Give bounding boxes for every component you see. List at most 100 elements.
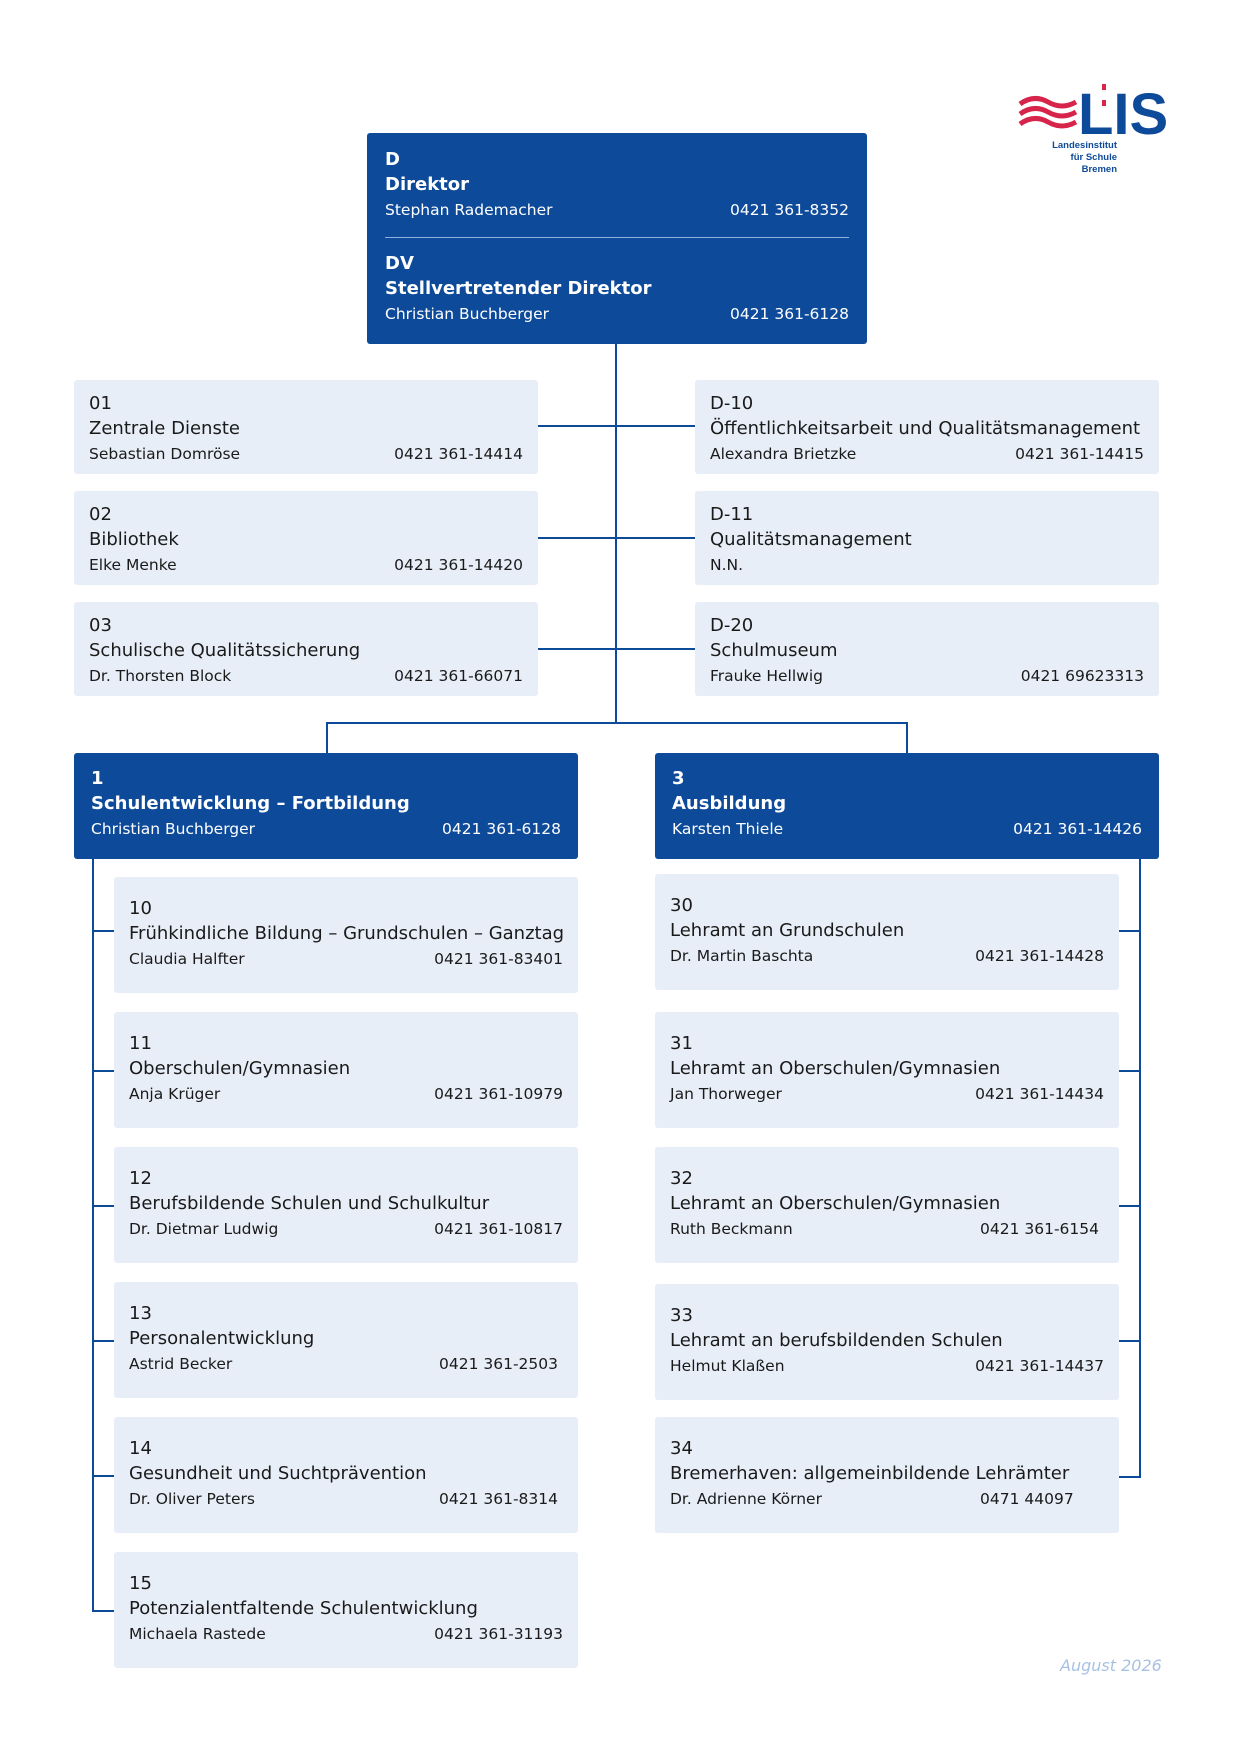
unit-name: Gesundheit und Suchtprävention <box>129 1463 427 1484</box>
unit-code: 02 <box>89 504 112 525</box>
unit-box-14: 14 Gesundheit und Suchtprävention Dr. Ol… <box>114 1417 578 1533</box>
unit-phone: 0421 361-14420 <box>394 556 523 574</box>
unit-person: Dr. Thorsten Block <box>89 667 232 685</box>
unit-person: Claudia Halfter <box>129 950 245 968</box>
connector-10 <box>92 930 114 932</box>
lis-logo: LIS Landesinstitut für Schule Bremen <box>1018 72 1168 182</box>
dept-code: 3 <box>672 768 685 789</box>
logo-line2: für Schule <box>1070 152 1117 163</box>
director-phone: 0421 361-8352 <box>730 201 849 219</box>
unit-person: N.N. <box>710 556 744 574</box>
unit-box-33: 33 Lehramt an berufsbildenden Schulen He… <box>655 1284 1119 1400</box>
unit-phone: 0421 361-83401 <box>434 950 563 968</box>
connector-31 <box>1119 1070 1141 1072</box>
unit-phone: 0421 361-8314 <box>439 1490 558 1508</box>
connector-30 <box>1119 930 1141 932</box>
unit-name: Schulmuseum <box>710 640 838 661</box>
unit-name: Lehramt an Oberschulen/Gymnasien <box>670 1193 1001 1214</box>
unit-phone: 0421 361-14414 <box>394 445 523 463</box>
unit-person: Alexandra Brietzke <box>710 445 857 463</box>
unit-code: 32 <box>670 1168 693 1189</box>
unit-code: 12 <box>129 1168 152 1189</box>
staff-box-01: 01 Zentrale Dienste Sebastian Domröse 042… <box>74 380 538 474</box>
connector-depts-horizontal <box>326 722 908 724</box>
unit-code: 33 <box>670 1305 693 1326</box>
connector-33 <box>1119 1340 1141 1342</box>
director-person: Stephan Rademacher <box>385 201 553 219</box>
connector-14 <box>92 1475 114 1477</box>
unit-name: Lehramt an berufsbildenden Schulen <box>670 1330 1003 1351</box>
unit-box-32: 32 Lehramt an Oberschulen/Gymnasien Ruth… <box>655 1147 1119 1263</box>
connector-01 <box>538 425 695 427</box>
unit-code: D-11 <box>710 504 754 525</box>
connector-12 <box>92 1205 114 1207</box>
unit-code: 03 <box>89 615 112 636</box>
unit-phone: 0421 361-14434 <box>975 1085 1104 1103</box>
unit-box-31: 31 Lehramt an Oberschulen/Gymnasien Jan … <box>655 1012 1119 1128</box>
unit-code: 01 <box>89 393 112 414</box>
leadership-box: D Direktor Stephan Rademacher 0421 361-8… <box>367 133 867 344</box>
staff-box-d11: D-11 Qualitätsmanagement N.N. <box>695 491 1159 585</box>
unit-person: Helmut Klaßen <box>670 1357 785 1375</box>
unit-name: Bremerhaven: allgemeinbildende Lehrämter <box>670 1463 1070 1484</box>
unit-phone: 0421 361-2503 <box>439 1355 558 1373</box>
dept-1-box: 1 Schulentwicklung – Fortbildung Christi… <box>74 753 578 859</box>
unit-name: Berufsbildende Schulen und Schulkultur <box>129 1193 490 1214</box>
unit-phone: 0421 361-66071 <box>394 667 523 685</box>
connector-02 <box>538 537 695 539</box>
unit-name: Öffentlichkeitsarbeit und Qualitätsmanag… <box>710 418 1141 439</box>
unit-person: Astrid Becker <box>129 1355 233 1373</box>
unit-code: 15 <box>129 1573 152 1594</box>
unit-name: Zentrale Dienste <box>89 418 240 439</box>
unit-person: Frauke Hellwig <box>710 667 823 685</box>
unit-person: Michaela Rastede <box>129 1625 266 1643</box>
dept-code: 1 <box>91 768 104 789</box>
unit-name: Schulische Qualitätssicherung <box>89 640 361 661</box>
svg-text:LIS: LIS <box>1078 82 1168 147</box>
connector-dept3-spine <box>1139 858 1141 1478</box>
unit-code: 31 <box>670 1033 693 1054</box>
director-title: Direktor <box>385 174 470 195</box>
unit-name: Bibliothek <box>89 529 179 550</box>
connector-32 <box>1119 1205 1141 1207</box>
unit-phone: 0421 361-10817 <box>434 1220 563 1238</box>
dept-phone: 0421 361-6128 <box>442 820 561 838</box>
unit-name: Personalentwicklung <box>129 1328 315 1349</box>
unit-phone: 0421 361-6154 <box>980 1220 1099 1238</box>
connector-main-vertical <box>615 344 617 724</box>
unit-code: 13 <box>129 1303 152 1324</box>
connector-11 <box>92 1070 114 1072</box>
unit-phone: 0421 361-31193 <box>434 1625 563 1643</box>
unit-box-15: 15 Potenzialentfaltende Schulentwicklung… <box>114 1552 578 1668</box>
connector-dept1-spine <box>92 858 94 1612</box>
dept-name: Schulentwicklung – Fortbildung <box>91 793 410 814</box>
unit-person: Dr. Adrienne Körner <box>670 1490 822 1508</box>
unit-person: Dr. Dietmar Ludwig <box>129 1220 279 1238</box>
dept-name: Ausbildung <box>672 793 787 814</box>
unit-name: Lehramt an Oberschulen/Gymnasien <box>670 1058 1001 1079</box>
staff-box-03: 03 Schulische Qualitätssicherung Dr. Tho… <box>74 602 538 696</box>
connector-dept3-drop <box>906 722 908 754</box>
unit-person: Dr. Oliver Peters <box>129 1490 255 1508</box>
unit-phone: 0421 361-14428 <box>975 947 1104 965</box>
connector-13 <box>92 1340 114 1342</box>
unit-code: D-10 <box>710 393 754 414</box>
deputy-title: Stellvertretender Direktor <box>385 278 652 299</box>
unit-person: Dr. Martin Baschta <box>670 947 814 965</box>
unit-code: D-20 <box>710 615 754 636</box>
unit-box-34: 34 Bremerhaven: allgemeinbildende Lehräm… <box>655 1417 1119 1533</box>
director-code: D <box>385 149 400 170</box>
connector-15 <box>92 1610 114 1612</box>
unit-code: 14 <box>129 1438 152 1459</box>
unit-person: Sebastian Domröse <box>89 445 241 463</box>
dept-phone: 0421 361-14426 <box>1013 820 1142 838</box>
connector-34 <box>1119 1476 1141 1478</box>
dept-person: Christian Buchberger <box>91 820 256 838</box>
unit-code: 11 <box>129 1033 152 1054</box>
unit-person: Ruth Beckmann <box>670 1220 793 1238</box>
lis-wave-icon: LIS <box>1018 82 1168 147</box>
